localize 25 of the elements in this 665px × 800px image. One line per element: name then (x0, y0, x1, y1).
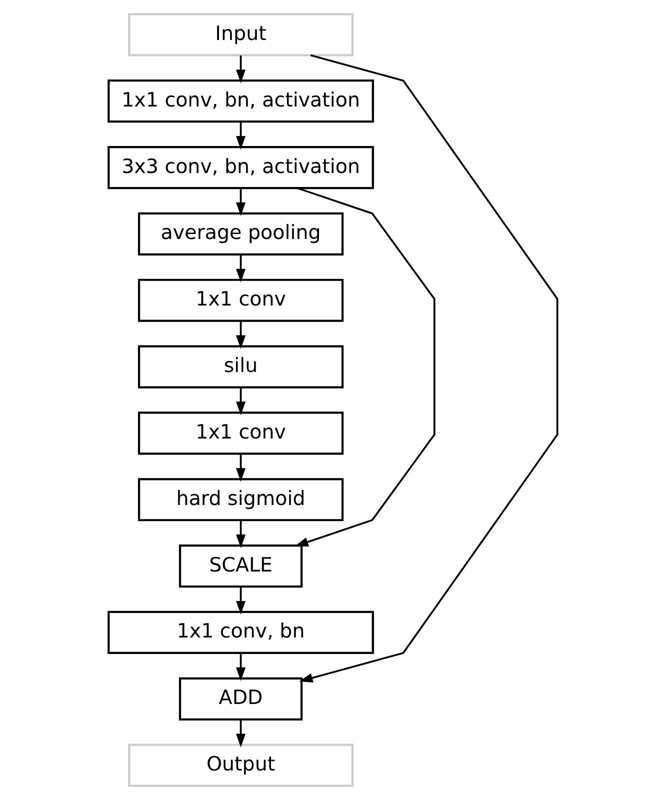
arrow (236, 586, 246, 615)
arrow (294, 187, 435, 547)
arrow (236, 254, 246, 282)
arrow (236, 321, 246, 349)
node-box: 1x1 conv (137, 278, 344, 322)
arrow (236, 454, 246, 482)
arrow (236, 122, 246, 150)
node-box: Output (128, 744, 353, 787)
node-box: silu (137, 345, 344, 388)
node-box: ADD (178, 677, 302, 720)
node-box: 3x3 conv, bn, activation (107, 146, 374, 190)
node-box: Input (128, 13, 353, 56)
arrow (236, 56, 246, 84)
arrow (298, 54, 558, 682)
node-box: hard sigmoid (137, 478, 344, 522)
arrow (236, 388, 246, 416)
node-box: SCALE (178, 544, 302, 588)
arrow (236, 520, 246, 548)
node-box: 1x1 conv, bn, activation (107, 80, 374, 123)
node-box: 1x1 conv, bn (107, 610, 374, 654)
arrow (236, 720, 246, 748)
arrow (236, 188, 246, 216)
node-box: 1x1 conv (137, 412, 344, 455)
node-box: average pooling (137, 212, 344, 256)
arrow (236, 653, 246, 681)
